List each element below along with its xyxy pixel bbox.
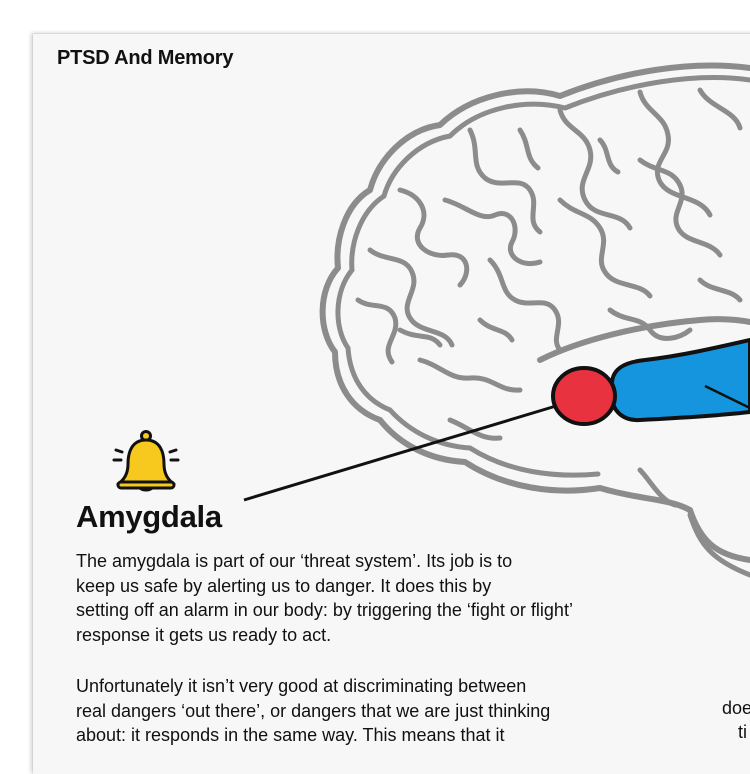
- paragraph-line: response it gets us ready to act.: [76, 624, 332, 645]
- paragraph-line: The amygdala is part of our ‘threat syst…: [76, 551, 513, 571]
- amygdala-pointer-line: [243, 404, 557, 502]
- brain-outline-inner: [335, 75, 750, 478]
- amygdala-paragraph-1: The amygdala is part of our ‘threat syst…: [76, 549, 676, 647]
- right-column-fragment: ti: [738, 722, 747, 742]
- amygdala-paragraph-2: Unfortunately it isn’t very good at disc…: [76, 674, 676, 748]
- page-title: PTSD And Memory: [57, 47, 234, 69]
- brain-folds: [355, 87, 743, 508]
- brain-illustration: [243, 62, 750, 578]
- amygdala-shape: [551, 366, 617, 426]
- paragraph-line: keep us safe by alerting us to danger. I…: [76, 575, 492, 596]
- hippocampus-shape: [610, 338, 750, 423]
- brain-outline: [319, 62, 750, 563]
- amygdala-heading: Amygdala: [76, 499, 222, 534]
- paragraph-line: about: it responds in the same way. This…: [76, 725, 505, 746]
- hippocampus-pointer-line: [704, 384, 750, 410]
- right-column-fragment: doe: [722, 698, 750, 718]
- paragraph-line: setting off an alarm in our body: by tri…: [76, 600, 573, 621]
- bell-icon: [112, 430, 180, 492]
- paragraph-line: real dangers ‘out there’, or dangers tha…: [76, 700, 551, 721]
- paragraph-line: Unfortunately it isn’t very good at disc…: [76, 676, 527, 696]
